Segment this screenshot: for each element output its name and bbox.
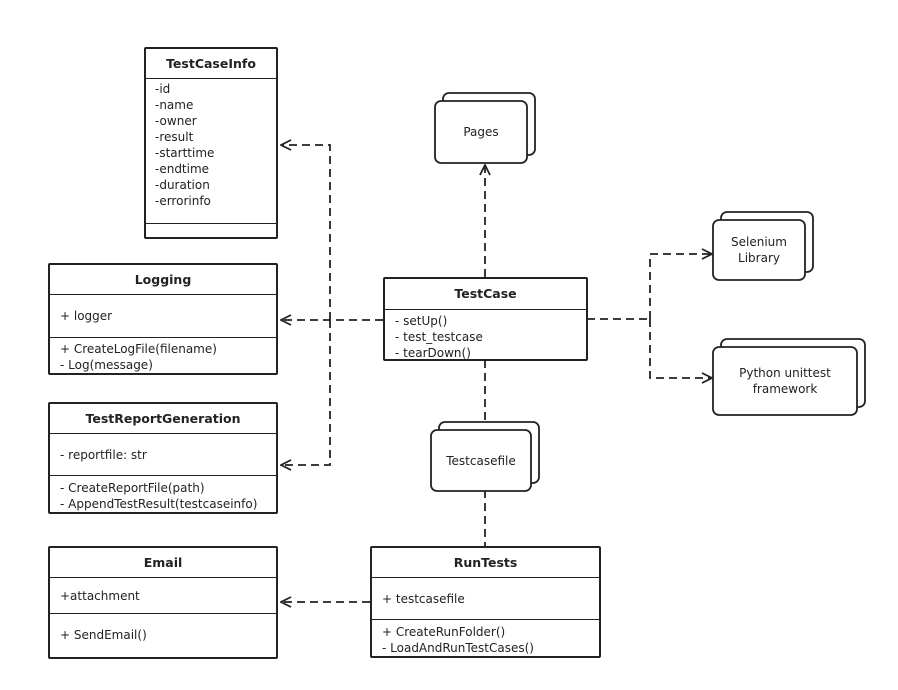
selenium-document — [712, 211, 814, 281]
runtests-methods: + CreateRunFolder() - LoadAndRunTestCase… — [372, 620, 599, 656]
testcase-title: TestCase — [385, 279, 586, 310]
testcaseinfo-class: TestCaseInfo -id -name -owner -result -s… — [144, 47, 278, 239]
attribute-attachment: +attachment — [60, 589, 140, 603]
testcaseinfo-methods — [146, 224, 276, 237]
attribute-duration: -duration — [155, 178, 210, 192]
testcase-class: TestCase - setUp() - test_testcase - tea… — [383, 277, 588, 361]
testcaseinfo-attributes: -id -name -owner -result -starttime -end… — [146, 79, 276, 224]
logging-attributes: + logger — [50, 295, 276, 338]
method-log: - Log(message) — [60, 358, 153, 372]
runtests-attributes: + testcasefile — [372, 578, 599, 620]
attribute-id: -id — [155, 82, 171, 96]
attribute-testcasefile: + testcasefile — [382, 592, 465, 606]
connector-to-unittest — [649, 319, 712, 378]
attribute-reportfile: - reportfile: str — [60, 448, 147, 462]
logging-class: Logging + logger + CreateLogFile(filenam… — [48, 263, 278, 375]
testcaseinfo-title: TestCaseInfo — [146, 49, 276, 79]
email-attributes: +attachment — [50, 578, 276, 614]
attribute-owner: -owner — [155, 114, 197, 128]
selenium-label: Selenium Library — [731, 235, 787, 265]
testreportgeneration-methods: - CreateReportFile(path) - AppendTestRes… — [50, 476, 276, 512]
connector-to-selenium — [649, 254, 712, 319]
runtests-title: RunTests — [372, 548, 599, 578]
testreportgeneration-class: TestReportGeneration - reportfile: str -… — [48, 402, 278, 514]
attribute-endtime: -endtime — [155, 162, 210, 176]
runtests-class: RunTests + testcasefile + CreateRunFolde… — [370, 546, 601, 658]
method-setup: - setUp() — [395, 314, 448, 328]
logging-methods: + CreateLogFile(filename) - Log(message) — [50, 338, 276, 373]
unittest-label: Python unittest framework — [739, 366, 831, 396]
method-createreportfile: - CreateReportFile(path) — [60, 481, 205, 495]
method-test-testcase: - test_testcase — [395, 330, 483, 344]
pages-label: Pages — [463, 125, 499, 139]
testcasefile-document — [430, 421, 540, 492]
attribute-result: -result — [155, 130, 194, 144]
testreportgeneration-title: TestReportGeneration — [50, 404, 276, 434]
attribute-name: -name — [155, 98, 194, 112]
testreportgeneration-attributes: - reportfile: str — [50, 434, 276, 476]
method-loadandruntestcases: - LoadAndRunTestCases() — [382, 641, 534, 655]
connector-to-testcaseinfo — [281, 145, 331, 320]
unittest-document — [712, 338, 866, 416]
method-teardown: - tearDown() — [395, 346, 471, 360]
connector-to-testreportgeneration — [281, 320, 331, 465]
method-appendtestresult: - AppendTestResult(testcaseinfo) — [60, 497, 258, 511]
attribute-errorinfo: -errorinfo — [155, 194, 211, 208]
method-sendemail: + SendEmail() — [60, 628, 147, 642]
testcase-methods: - setUp() - test_testcase - tearDown() — [385, 310, 586, 361]
email-class: Email +attachment + SendEmail() — [48, 546, 278, 659]
email-methods: + SendEmail() — [50, 614, 276, 656]
pages-document — [434, 92, 536, 164]
attribute-logger: + logger — [60, 309, 113, 323]
attribute-starttime: -starttime — [155, 146, 215, 160]
email-title: Email — [50, 548, 276, 578]
method-createlogfile: + CreateLogFile(filename) — [60, 342, 217, 356]
testcasefile-label: Testcasefile — [446, 453, 516, 468]
logging-title: Logging — [50, 265, 276, 295]
method-createrunfolder: + CreateRunFolder() — [382, 625, 506, 639]
